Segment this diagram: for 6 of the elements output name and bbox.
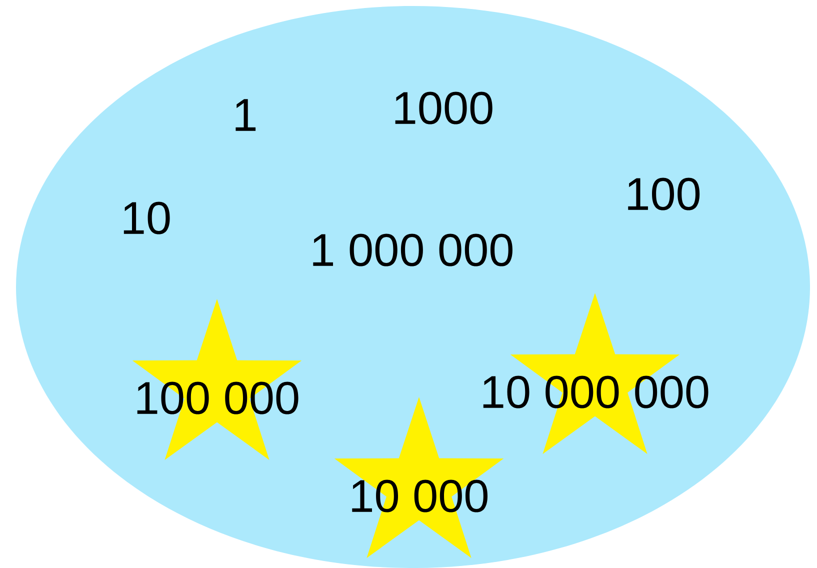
number-label: 1 000 000 (313, 234, 512, 266)
number-label: 10 (124, 202, 170, 234)
number-label: 1000 (395, 92, 492, 124)
ellipse (16, 6, 810, 568)
number-label: 100 (628, 178, 700, 210)
number-label: 1 (236, 99, 256, 131)
